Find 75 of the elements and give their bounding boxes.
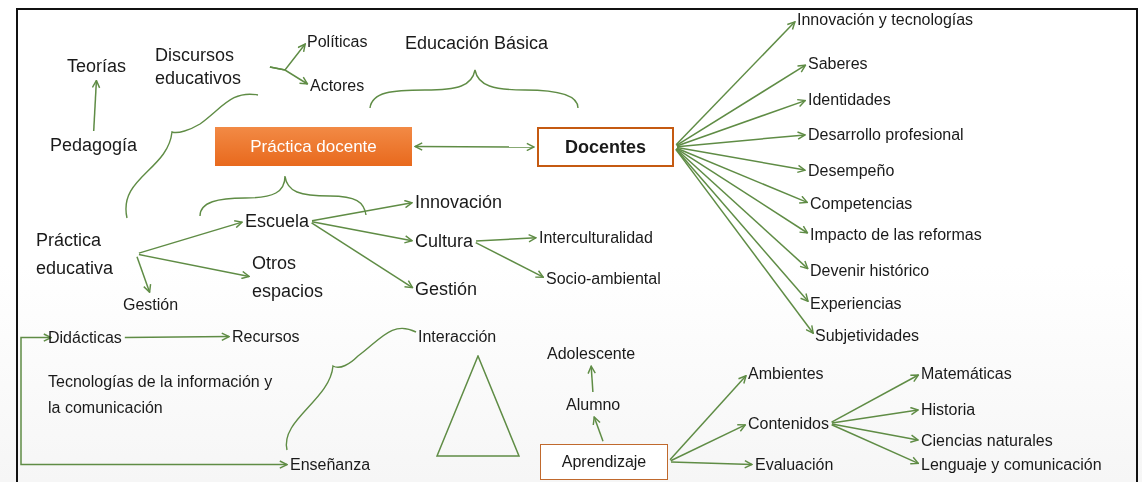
concept-label: Actores <box>310 76 365 96</box>
concept-label: Políticas <box>307 32 368 52</box>
concept-label: Otros espacios <box>252 249 344 305</box>
concept-label: Teorías <box>67 55 127 78</box>
arrow <box>474 241 545 278</box>
concept-label: Experiencias <box>810 294 902 314</box>
concept-label: Innovación <box>415 191 503 214</box>
arrow <box>676 147 808 204</box>
arrow <box>311 199 413 222</box>
concept-label: Historia <box>921 400 976 420</box>
concept-label: Socio-ambiental <box>546 269 661 289</box>
concept-label: Interculturalidad <box>539 228 653 248</box>
arrow <box>670 459 753 469</box>
arrow <box>587 365 596 393</box>
arrow <box>269 66 309 85</box>
concept-label: Competencias <box>810 194 913 214</box>
concept-box: Aprendizaje <box>540 444 668 480</box>
arrow <box>138 253 250 280</box>
arrow <box>675 147 809 234</box>
arrow <box>311 221 413 244</box>
concept-label: Impacto de las reformas <box>810 225 982 245</box>
concept-label: Lenguaje y comunicación <box>921 455 1102 475</box>
arrow <box>310 222 414 289</box>
arrow <box>592 416 604 442</box>
triangle-shape <box>436 355 520 457</box>
concept-label: Pedagogía <box>50 134 138 157</box>
concept-label: Educación Básica <box>405 32 549 55</box>
concept-label: Devenir histórico <box>810 261 930 281</box>
concept-label: Discursos educativos <box>155 44 267 89</box>
concept-label: Gestión <box>123 295 179 315</box>
arrow <box>831 406 919 424</box>
concept-label: Adolescente <box>547 344 636 364</box>
concept-label: Ciencias naturales <box>921 431 1053 451</box>
arrow <box>136 256 152 293</box>
arrow <box>831 423 919 443</box>
concept-label: Evaluación <box>755 455 834 475</box>
arrow <box>676 131 806 148</box>
concept-label: Desarrollo profesional <box>808 125 964 145</box>
concept-label: Didácticas <box>48 328 122 348</box>
arrow <box>20 333 288 469</box>
arrow <box>138 220 243 254</box>
concept-box: Práctica docente <box>215 127 412 166</box>
concept-label: Práctica educativa <box>36 226 136 282</box>
concept-label: Subjetividades <box>815 326 920 346</box>
arrow <box>669 424 747 462</box>
arrow <box>669 375 747 461</box>
concept-label: Recursos <box>232 327 300 347</box>
concept-label: Innovación y tecnologías <box>797 10 974 30</box>
arrow <box>676 98 806 147</box>
concept-label: Contenidos <box>748 414 829 434</box>
arrow <box>91 79 101 132</box>
concept-label: Ambientes <box>748 364 824 384</box>
concept-label: Identidades <box>808 90 891 110</box>
concept-label: Gestión <box>415 278 478 301</box>
arrow <box>475 233 537 243</box>
concept-label: Interacción <box>418 327 497 347</box>
concept-label: Matemáticas <box>921 364 1012 384</box>
arrow <box>124 332 230 341</box>
arrow <box>675 148 809 303</box>
arrow <box>830 374 920 423</box>
concept-label: Saberes <box>808 54 868 74</box>
concept-label: Escuela <box>245 210 310 233</box>
concept-label: Desempeño <box>808 161 895 181</box>
arrow <box>830 424 920 465</box>
concept-box: Docentes <box>537 127 674 167</box>
concept-label: Enseñanza <box>290 455 371 475</box>
arrow <box>414 142 535 152</box>
concept-label: Alumno <box>566 395 621 415</box>
arrow <box>676 146 806 174</box>
concept-label: Cultura <box>415 230 474 253</box>
arrow <box>675 64 807 147</box>
arrow <box>675 148 814 334</box>
concept-label: Tecnologías de la información y la comunicación <box>48 369 284 421</box>
arrow <box>675 21 796 146</box>
arrow <box>675 148 809 270</box>
